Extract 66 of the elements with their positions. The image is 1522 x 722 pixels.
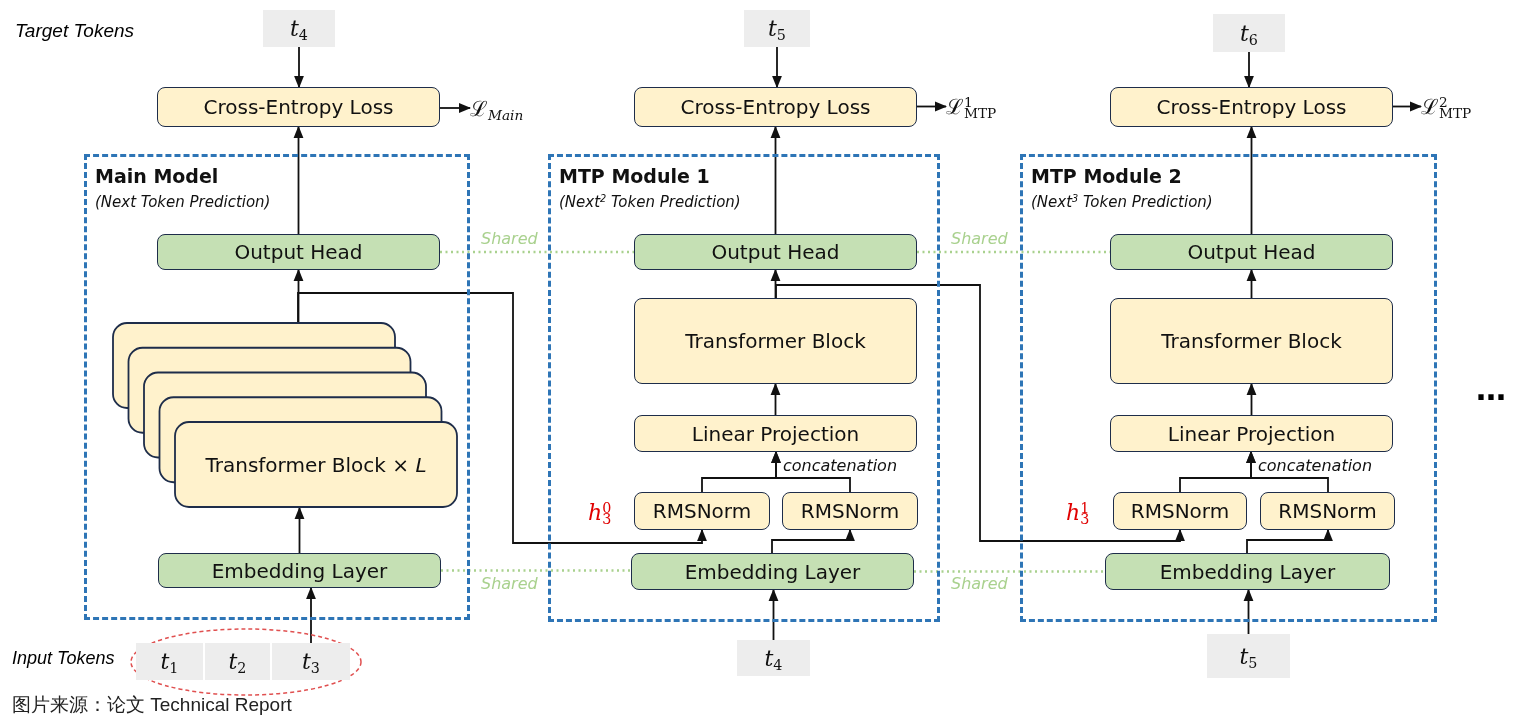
token-box: t$_{3}$ (272, 643, 350, 680)
arrow (297, 292, 708, 544)
caption: 图片来源：论文 Technical Report (12, 693, 292, 717)
module-subtitle: (Next$^{3}$ Token Prediction) (1031, 193, 1213, 211)
transformer-block-box: Transformer Block (1110, 298, 1393, 384)
token-box: t$_{4}$ (737, 640, 810, 676)
arrow (294, 506, 305, 554)
projection-box: Linear Projection (1110, 415, 1393, 452)
arrow (1246, 125, 1257, 235)
arrow (1392, 101, 1423, 112)
arrow (771, 46, 783, 89)
dotted-line (441, 569, 631, 572)
token-box: t$_{6}$ (1213, 14, 1285, 52)
embedding-box: Embedding Layer (631, 553, 914, 590)
ellipsis-mark: … (1476, 372, 1506, 407)
dotted-line (440, 250, 634, 254)
arrow (770, 450, 851, 493)
module-title: Main Model (95, 165, 219, 187)
transformer-block-box: Transformer Block (634, 298, 917, 384)
norm-box: RMSNorm (1113, 492, 1247, 530)
norm-box: RMSNorm (1260, 492, 1395, 530)
token-box: t$_{4}$ (263, 10, 335, 47)
arrow (293, 46, 305, 89)
module-title: MTP Module 2 (1031, 165, 1182, 187)
arrow (1246, 382, 1257, 416)
norm-box: RMSNorm (782, 492, 918, 530)
arrow (305, 586, 317, 644)
loss-box: Cross-Entropy Loss (634, 87, 917, 127)
module-subtitle: (Next Token Prediction) (95, 193, 271, 211)
arrow (1245, 450, 1329, 493)
row-label: Input Tokens (12, 648, 115, 669)
output-head-box: Output Head (634, 234, 917, 270)
arrow (1243, 51, 1255, 89)
token-box: t$_{5}$ (1207, 634, 1290, 678)
arrow (771, 528, 856, 554)
norm-box: RMSNorm (634, 492, 770, 530)
module-frame (84, 154, 470, 620)
embedding-box: Embedding Layer (1105, 553, 1390, 590)
token-box: t$_{5}$ (744, 10, 810, 47)
arrow (293, 125, 304, 235)
module-frame (548, 154, 940, 622)
output-head-box: Output Head (157, 234, 440, 270)
arrow (1246, 268, 1257, 299)
module-title: MTP Module 1 (559, 165, 710, 187)
arrow (1243, 588, 1254, 635)
arrow (439, 102, 472, 114)
loss-box: Cross-Entropy Loss (1110, 87, 1393, 127)
arrow (1246, 528, 1334, 554)
arrow (770, 125, 781, 235)
arrow (768, 588, 779, 641)
dotted-line (914, 570, 1105, 573)
row-label: Target Tokens (15, 20, 134, 42)
token-group-ellipse (130, 628, 362, 696)
module-frame (1020, 154, 1437, 622)
arrow (770, 382, 781, 416)
output-head-box: Output Head (1110, 234, 1393, 270)
module-subtitle: (Next$^{2}$ Token Prediction) (559, 193, 741, 211)
loss-symbol: ℒ$_{Main}$ (470, 90, 540, 126)
token-box: t$_{2}$ (205, 643, 270, 680)
embedding-box: Embedding Layer (158, 553, 441, 588)
token-box: t$_{1}$ (136, 643, 203, 680)
arrow (775, 284, 1186, 542)
projection-box: Linear Projection (634, 415, 917, 452)
loss-box: Cross-Entropy Loss (157, 87, 440, 127)
transformer-stack: Transformer Block × L (112, 322, 458, 508)
arrow (916, 101, 948, 112)
